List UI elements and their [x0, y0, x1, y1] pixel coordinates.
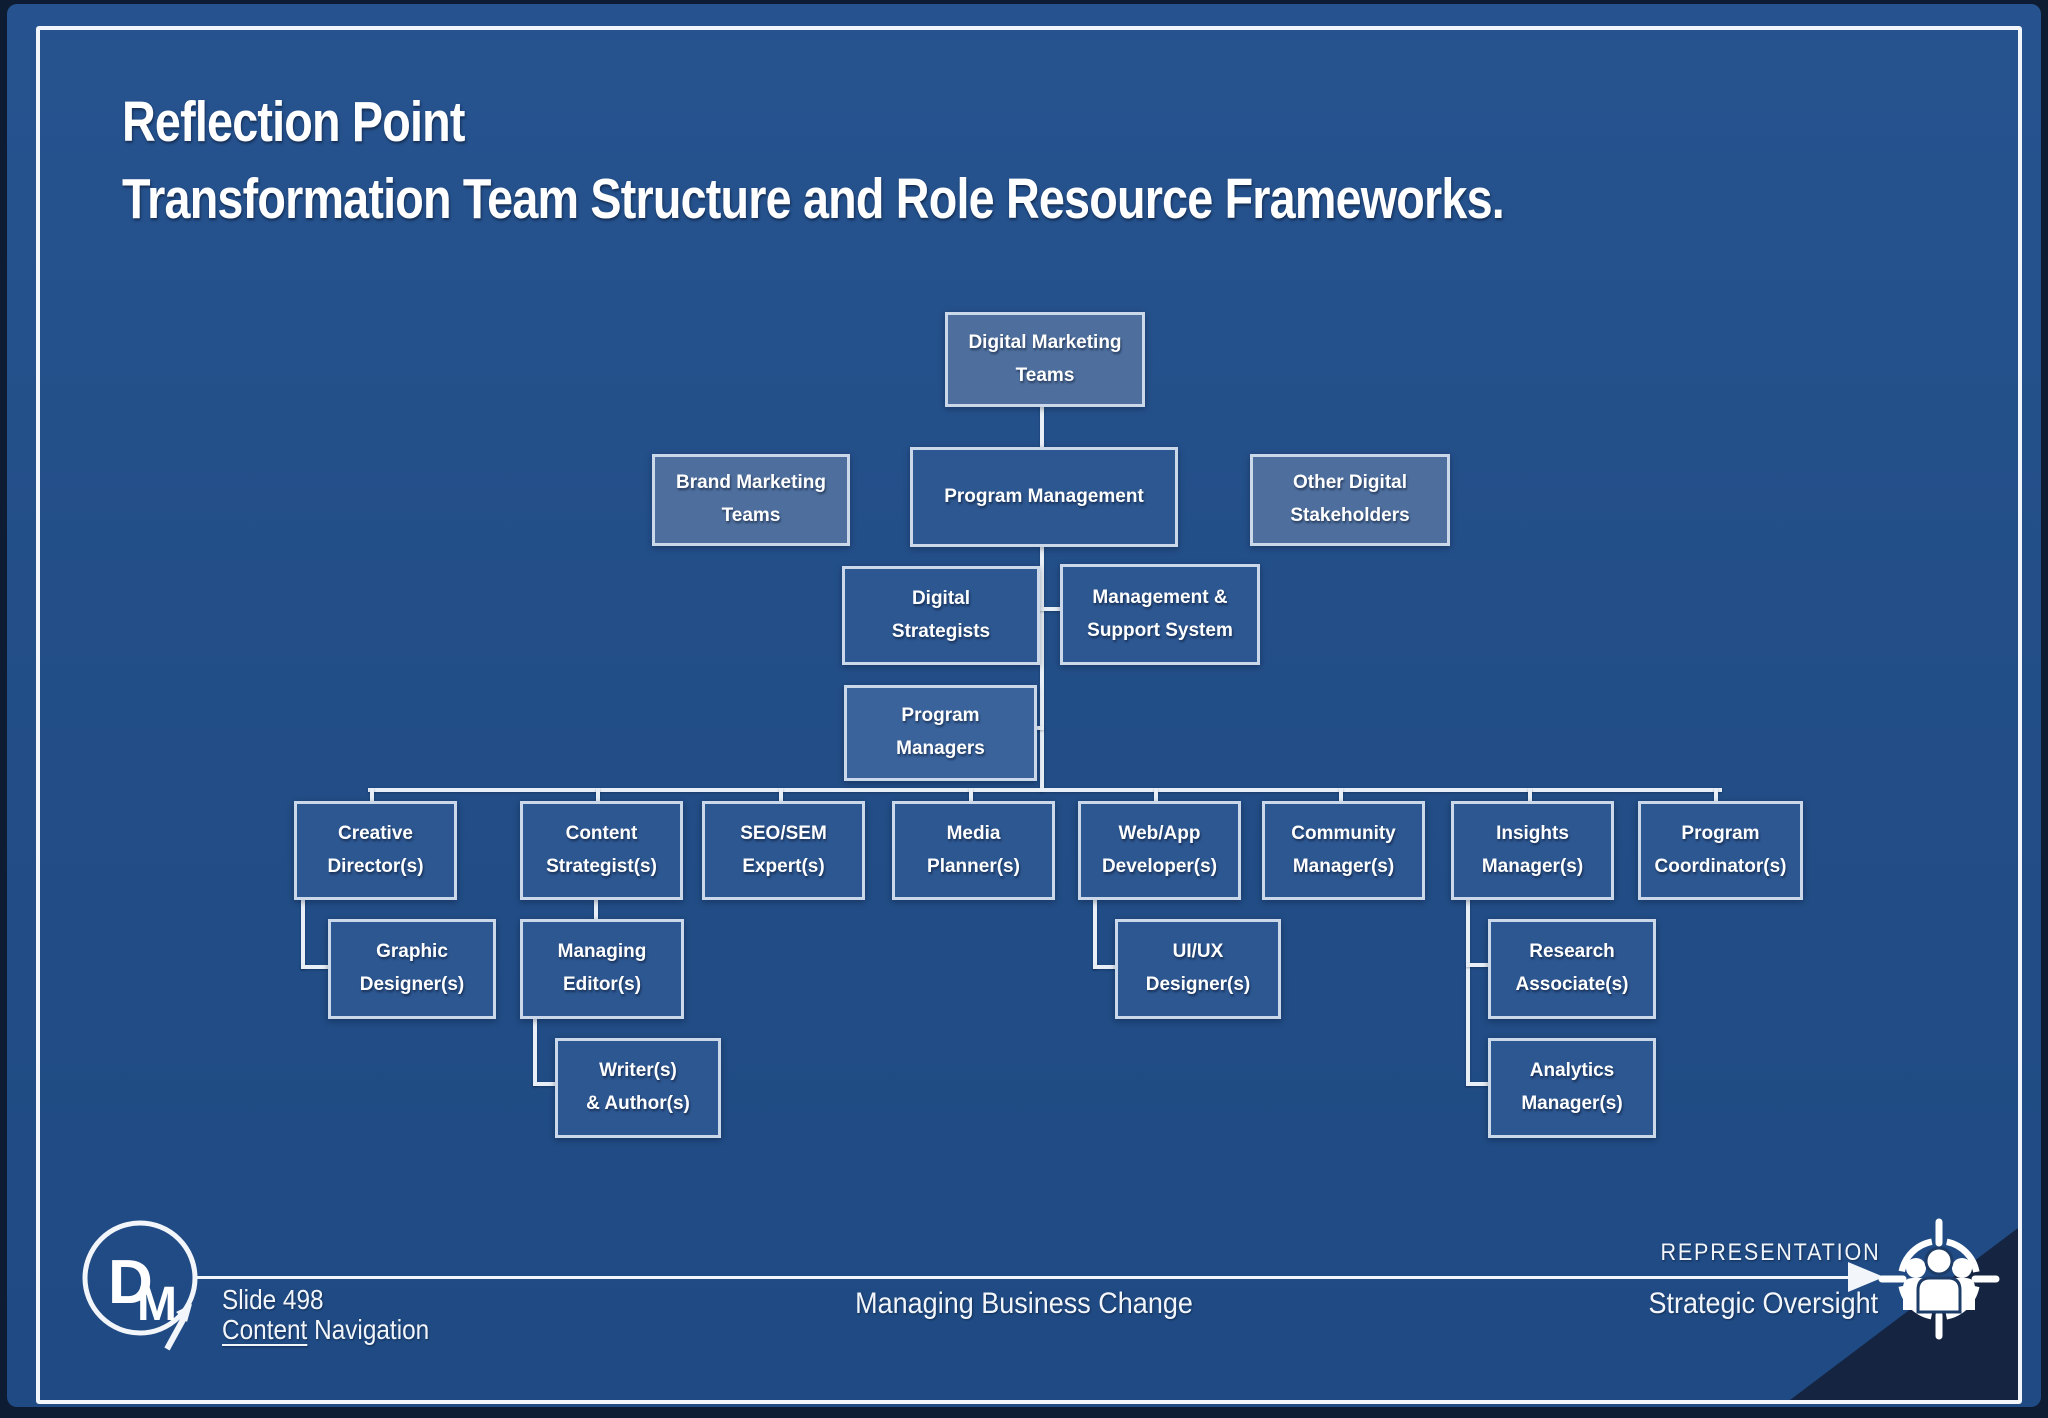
connector-line [779, 788, 783, 803]
connector-line [1093, 894, 1097, 969]
node-label: Brand Marketing Teams [676, 472, 826, 526]
connector-line [596, 788, 600, 803]
connector-line [969, 788, 973, 803]
node-label: Digital Strategists [891, 587, 991, 642]
dm-logo-arrow [164, 1304, 192, 1351]
node-label: Analytics Manager(s) [1521, 1060, 1623, 1114]
node-label: Creative Director(s) [327, 822, 424, 877]
page-title-line2: Transformation Team Structure and Role R… [122, 167, 1505, 231]
connector-line [1528, 788, 1532, 803]
crosshair-ticks-icon [1878, 1218, 2000, 1340]
node-label: UI/UX Designer(s) [1145, 941, 1251, 995]
node-media-planners: Media Planner(s) [892, 801, 1055, 900]
page-title-line1: Reflection Point [122, 90, 465, 154]
connector-line [1031, 726, 1044, 730]
strategic-oversight-label: Strategic Oversight [1648, 1287, 1878, 1320]
connector-line [533, 1013, 537, 1086]
node-label: Other Digital Stakeholders [1290, 472, 1410, 526]
node-label: Managing Editor(s) [557, 941, 647, 995]
node-research-associates: Research Associate(s) [1488, 919, 1656, 1019]
target-audience-icon [1878, 1218, 2000, 1340]
connector-line [594, 894, 598, 921]
footer-center-text: Managing Business Change [855, 1287, 1193, 1320]
content-navigation: Content Navigation [222, 1314, 429, 1346]
connector-line [301, 965, 329, 969]
footer-arrow-icon [1848, 1262, 1884, 1292]
node-label: Community Manager(s) [1291, 822, 1396, 877]
slide-border-frame [36, 26, 2022, 1404]
node-management-support-system: Management & Support System [1060, 564, 1260, 665]
connector-line [368, 788, 1722, 792]
connector-line [1034, 607, 1060, 611]
node-label: Content Strategist(s) [546, 822, 657, 877]
node-label: Web/App Developer(s) [1101, 822, 1218, 877]
node-community-managers: Community Manager(s) [1262, 801, 1425, 900]
node-label: Program Coordinator(s) [1654, 822, 1787, 877]
connector-line [1714, 788, 1718, 803]
page-title: Reflection Point Transformation Team Str… [122, 84, 1505, 238]
slide-number: Slide 498 [222, 1284, 324, 1315]
node-program-managers: Program Managers [844, 685, 1037, 781]
node-content-strategists: Content Strategist(s) [520, 801, 683, 900]
connector-line [1466, 963, 1490, 967]
node-digital-strategists: Digital Strategists [842, 566, 1040, 665]
navigation-text: Navigation [307, 1314, 430, 1345]
node-label: Writer(s) & Author(s) [586, 1060, 690, 1114]
connector-line [370, 788, 374, 803]
node-seo-sem-experts: SEO/SEM Expert(s) [702, 801, 865, 900]
node-brand-marketing-teams: Brand Marketing Teams [652, 454, 850, 546]
node-web-app-developers: Web/App Developer(s) [1078, 801, 1241, 900]
connector-line [533, 1082, 557, 1086]
node-program-management: Program Management [910, 447, 1178, 547]
node-label: Management & Support System [1087, 586, 1233, 641]
connector-line [1154, 788, 1158, 803]
node-label: Digital Marketing Teams [968, 331, 1122, 386]
node-label: Program Management [944, 485, 1144, 507]
node-analytics-managers: Analytics Manager(s) [1488, 1038, 1656, 1138]
connector-line [1339, 788, 1343, 803]
connector-line [1466, 1082, 1490, 1086]
node-label: Program Managers [896, 705, 985, 759]
connector-line [1040, 401, 1044, 447]
node-graphic-designers: Graphic Designer(s) [328, 919, 496, 1019]
connector-line [301, 894, 305, 969]
representation-label: REPRESENTATION [1659, 1239, 1880, 1266]
dm-logo-circle [82, 1220, 198, 1336]
node-label: Research Associate(s) [1515, 941, 1629, 995]
connector-line [1040, 541, 1044, 792]
node-label: Insights Manager(s) [1481, 822, 1584, 877]
dm-logo: D M [82, 1220, 198, 1351]
node-other-digital-stakeholders: Other Digital Stakeholders [1250, 454, 1450, 546]
connector-line [1093, 965, 1117, 969]
dm-logo-letter-d: D [108, 1248, 153, 1317]
node-creative-directors: Creative Director(s) [294, 801, 457, 900]
node-digital-marketing-teams: Digital Marketing Teams [945, 312, 1145, 407]
people-group-icon [1903, 1246, 1975, 1314]
node-insights-managers: Insights Manager(s) [1451, 801, 1614, 900]
node-writers-authors: Writer(s) & Author(s) [555, 1038, 721, 1138]
content-navigation-link[interactable]: Content [222, 1314, 308, 1345]
node-ui-ux-designers: UI/UX Designer(s) [1115, 919, 1281, 1019]
node-program-coordinators: Program Coordinator(s) [1638, 801, 1803, 900]
dm-logo-letter-m: M [137, 1278, 177, 1331]
connector-line [1466, 894, 1470, 1086]
node-managing-editors: Managing Editor(s) [520, 919, 684, 1019]
node-label: Media Planner(s) [927, 822, 1020, 877]
node-label: SEO/SEM Expert(s) [740, 822, 827, 877]
node-label: Graphic Designer(s) [359, 941, 465, 995]
footer-rule-line [196, 1276, 1848, 1279]
